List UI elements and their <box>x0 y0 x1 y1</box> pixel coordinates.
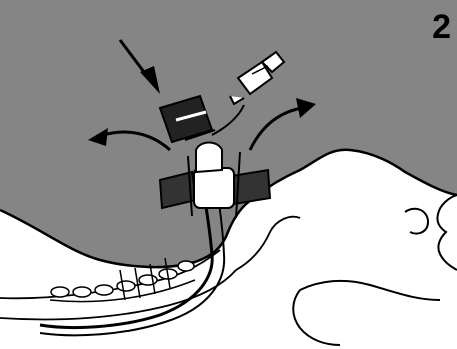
step-number: 2 <box>432 10 451 44</box>
trachea-lower <box>0 270 236 319</box>
face-profile <box>437 195 457 270</box>
background-area <box>0 0 457 267</box>
ear-detail <box>405 209 428 234</box>
chin-line <box>293 281 440 345</box>
throat-line <box>236 217 300 270</box>
